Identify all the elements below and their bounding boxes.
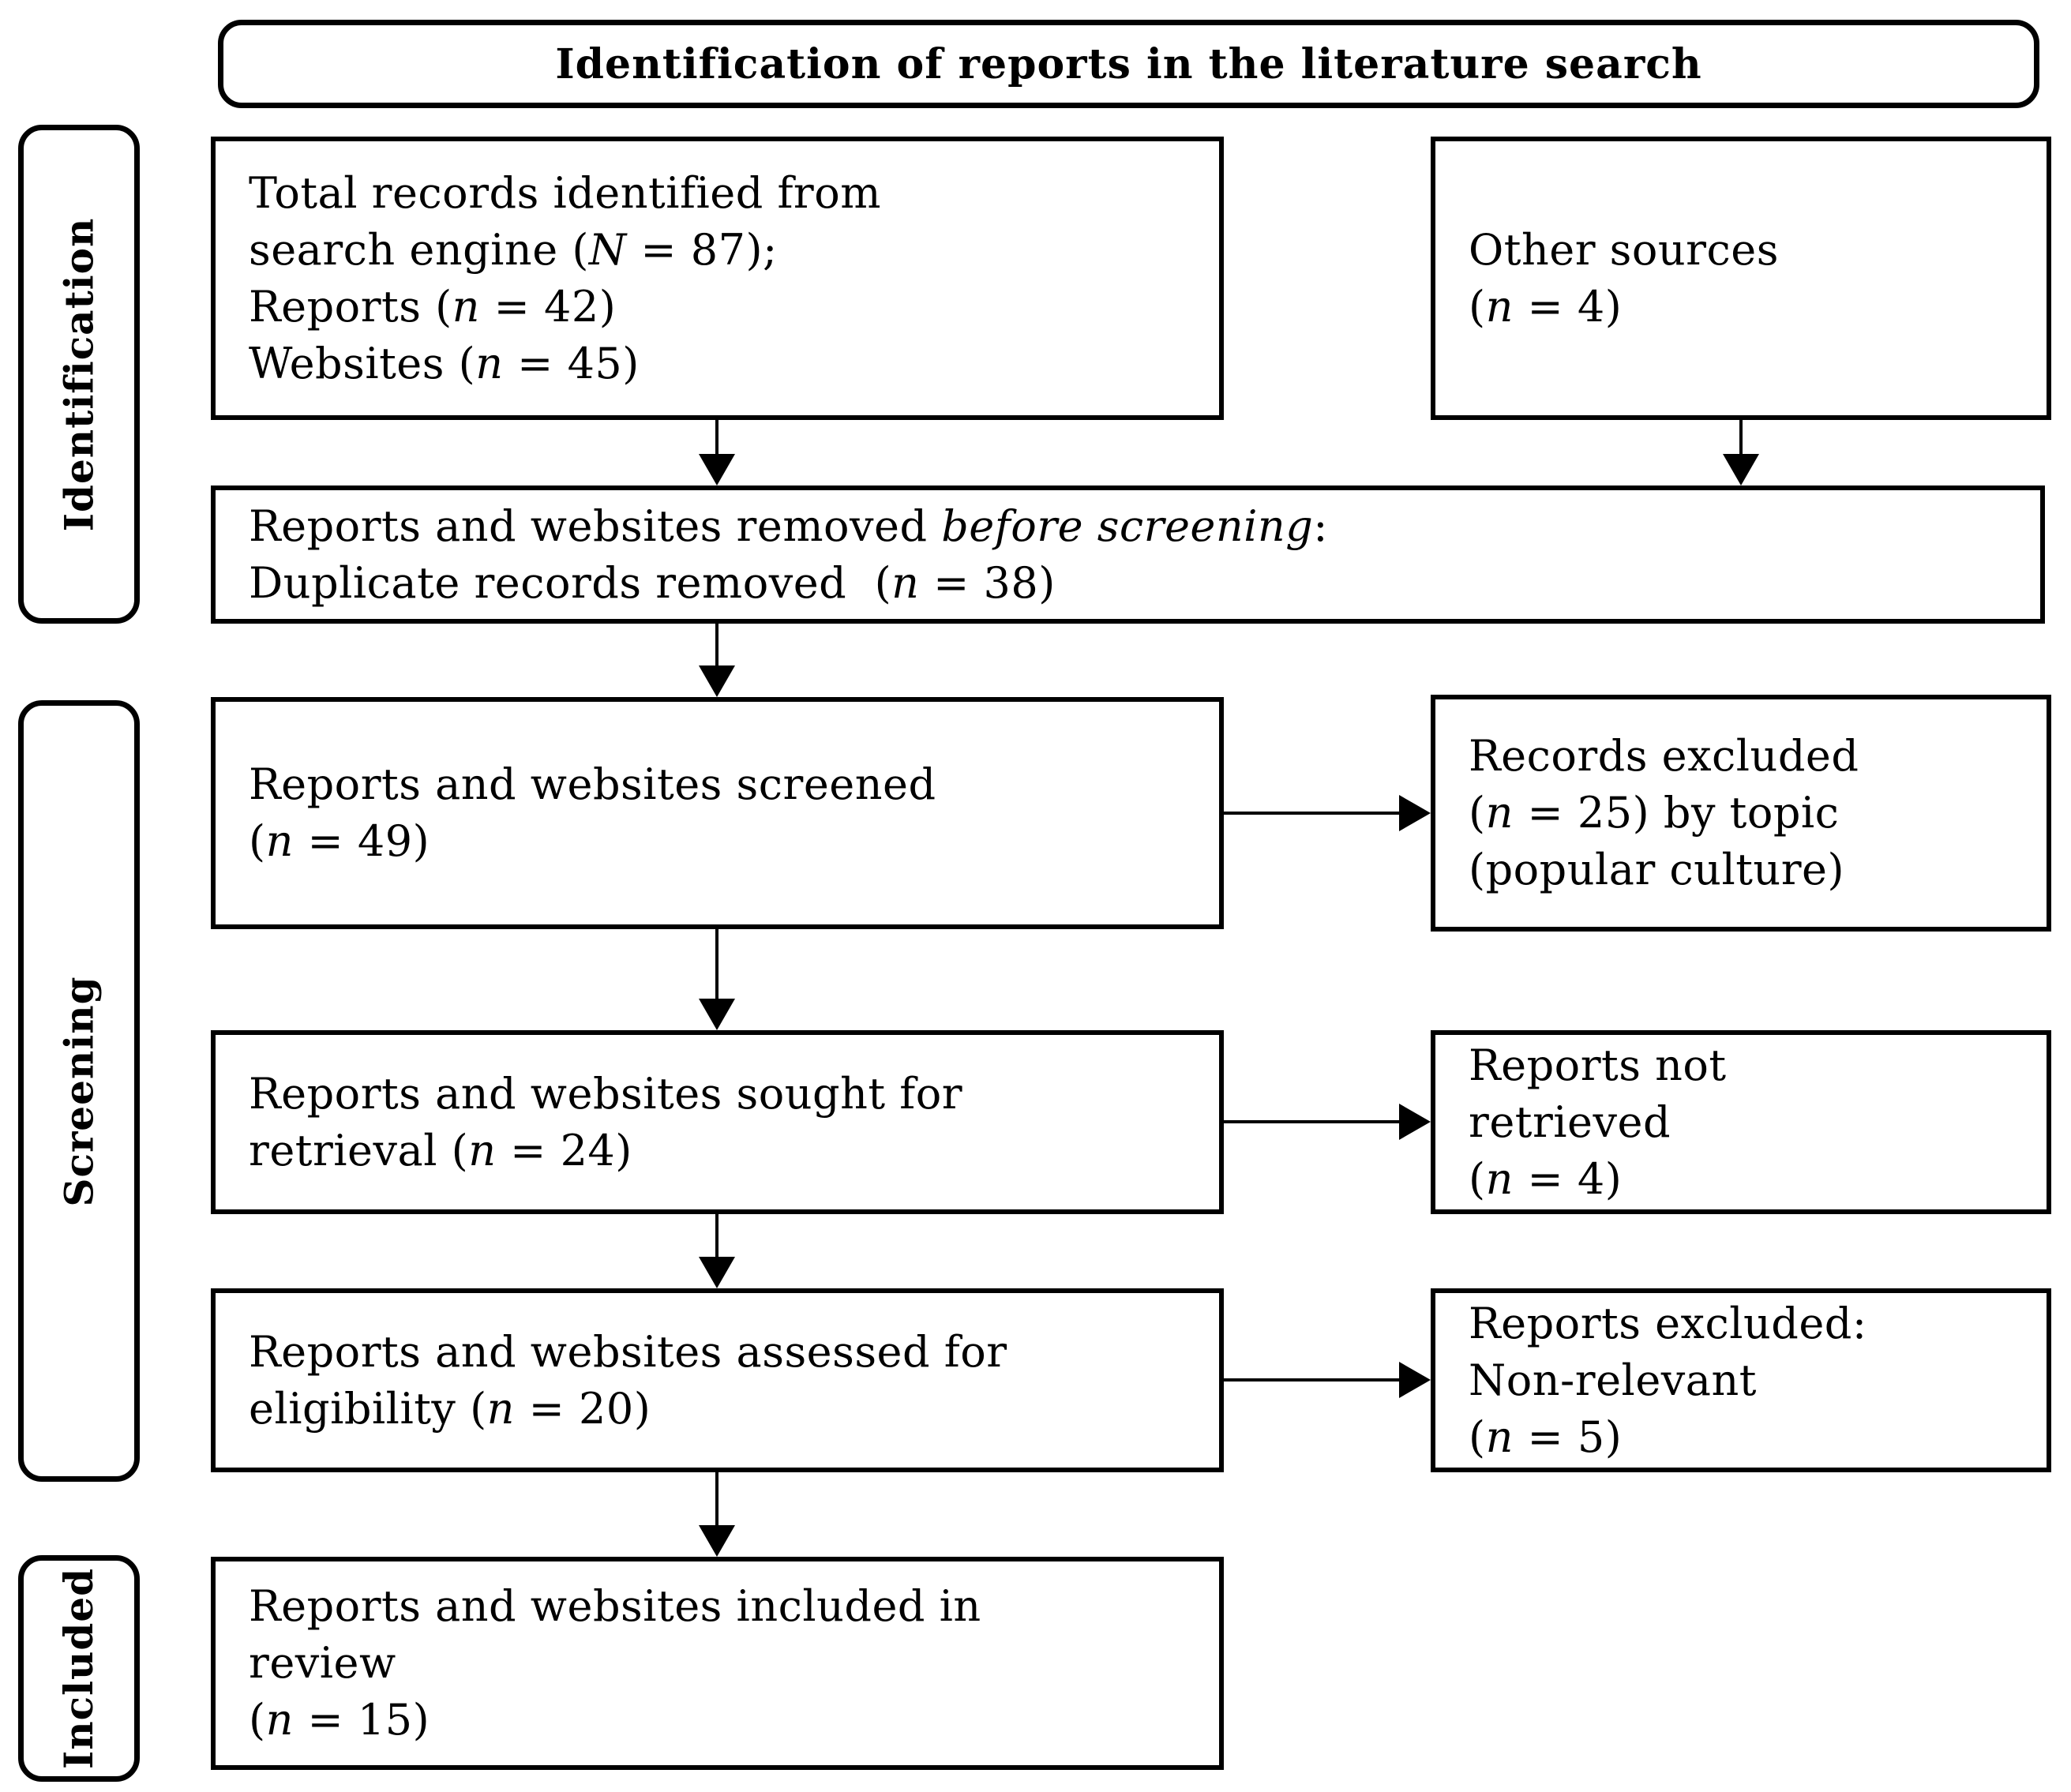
stage-screening-label: Screening (55, 975, 103, 1207)
stage-identification-label: Identification (55, 217, 103, 531)
arrow-removed-to-screened (699, 624, 735, 697)
arrow-down-head (699, 1525, 735, 1557)
stage-included: Included (18, 1555, 140, 1782)
stage-included-label: Included (55, 1567, 103, 1770)
box-text-line: Records excluded (1469, 731, 1859, 781)
box-records-excluded-by-topic: Records excluded (n = 25) by topic (popula… (1431, 695, 2051, 932)
arrow-shaft (1224, 1120, 1404, 1123)
arrow-screened-to-excluded (1224, 795, 1431, 831)
box-text-line: Non-relevant (1469, 1355, 1757, 1405)
box-text-line: (popular culture) (1469, 845, 1845, 894)
box-text-line: retrieval (n = 24) (249, 1125, 632, 1175)
diagram-title: Identification of reports in the literat… (555, 39, 1702, 88)
box-text-line: Reports excluded: (1469, 1298, 1867, 1348)
arrow-right-head (1399, 795, 1431, 831)
box-text-line: (n = 4) (1469, 281, 1623, 332)
arrow-shaft (1739, 420, 1743, 459)
box-removed-before-screening: Reports and websites removed before scre… (211, 485, 2045, 624)
box-text-line: eligibility (n = 20) (249, 1383, 651, 1434)
arrow-right-head (1399, 1362, 1431, 1398)
box-text-line: Reports and websites removed before scre… (249, 500, 1328, 551)
box-text-line: Reports and websites included in (249, 1581, 981, 1631)
box-text-line: Reports (n = 42) (249, 281, 617, 332)
arrow-shaft (715, 1472, 718, 1530)
box-other-sources: Other sources (n = 4) (1431, 137, 2051, 420)
box-text-line: (n = 4) (1469, 1153, 1623, 1204)
stage-screening: Screening (18, 700, 140, 1482)
box-text-line: search engine (N = 87); (249, 224, 778, 275)
arrow-shaft (1224, 812, 1404, 815)
arrow-other-sources-to-removed (1723, 420, 1759, 485)
box-text-line: Websites (n = 45) (249, 338, 640, 388)
box-text-line: (n = 25) by topic (1469, 788, 1840, 838)
box-included-in-review: Reports and websites included in review (n… (211, 1557, 1224, 1770)
box-text-line: Reports and websites sought for (249, 1068, 963, 1119)
arrow-down-head (699, 999, 735, 1030)
arrow-assessed-to-included (699, 1472, 735, 1557)
arrow-total-to-removed (699, 420, 735, 485)
arrow-down-head (699, 1257, 735, 1288)
arrow-down-head (1723, 454, 1759, 485)
box-text-line: review (249, 1638, 396, 1688)
arrow-shaft (715, 929, 718, 1004)
box-reports-excluded-non-relevant: Reports excluded: Non-relevant (n = 5) (1431, 1288, 2051, 1472)
arrow-sought-to-assessed (699, 1214, 735, 1288)
arrow-shaft (715, 624, 718, 671)
box-text-line: Other sources (1469, 224, 1779, 275)
arrow-shaft (715, 420, 718, 459)
box-total-records: Total records identified from search engi… (211, 137, 1224, 420)
box-text-line: Total records identified from (249, 167, 881, 218)
arrow-down-head (699, 665, 735, 697)
box-text-line: (n = 5) (1469, 1411, 1623, 1462)
arrow-sought-to-not-retrieved (1224, 1104, 1431, 1140)
arrow-screened-to-sought (699, 929, 735, 1030)
box-text-line: (n = 49) (249, 816, 430, 866)
box-text-line: (n = 15) (249, 1695, 430, 1745)
box-text-line: Reports and websites assessed for (249, 1326, 1007, 1377)
stage-identification: Identification (18, 125, 140, 624)
box-reports-not-retrieved: Reports not retrieved (n = 4) (1431, 1030, 2051, 1214)
box-text-line: retrieved (1469, 1097, 1671, 1147)
box-text-line: Reports and websites screened (249, 759, 936, 809)
arrow-shaft (1224, 1378, 1404, 1381)
box-text-line: Duplicate records removed (n = 38) (249, 557, 1056, 608)
box-sought-for-retrieval: Reports and websites sought for retrieval… (211, 1030, 1224, 1214)
title-box: Identification of reports in the literat… (218, 20, 2039, 108)
box-assessed-for-eligibility: Reports and websites assessed for eligibi… (211, 1288, 1224, 1472)
box-text-line: Reports not (1469, 1040, 1727, 1090)
arrow-assessed-to-non-relevant (1224, 1362, 1431, 1398)
arrow-down-head (699, 454, 735, 485)
box-screened: Reports and websites screened (n = 49) (211, 697, 1224, 929)
arrow-right-head (1399, 1104, 1431, 1140)
arrow-shaft (715, 1214, 718, 1262)
